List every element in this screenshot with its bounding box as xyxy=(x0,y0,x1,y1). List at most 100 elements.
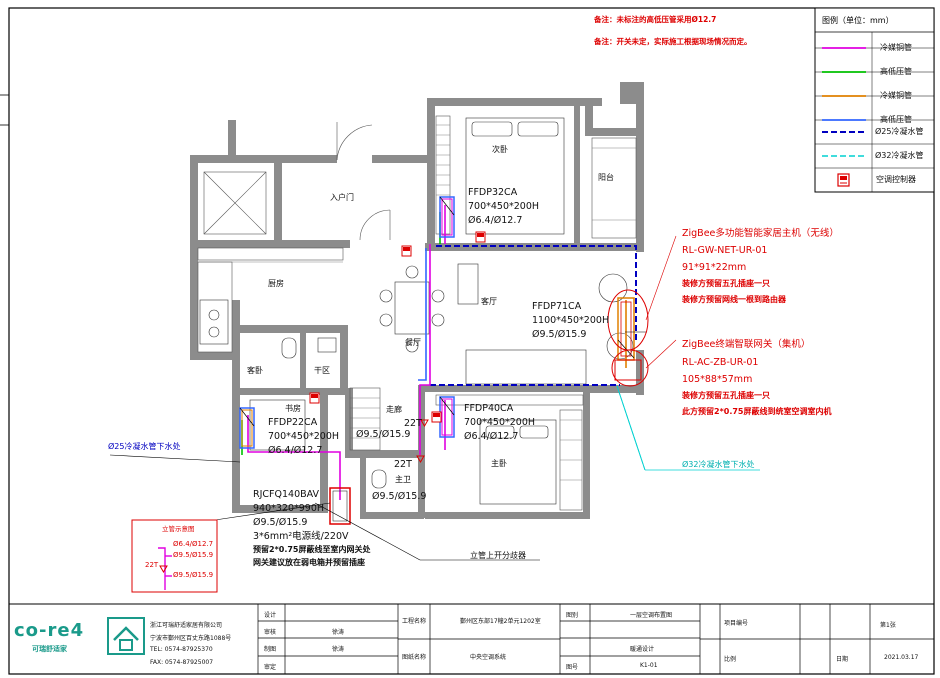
hatching xyxy=(198,124,636,481)
legend-controller-icon xyxy=(837,173,850,187)
room-study: 书房 xyxy=(285,404,301,413)
riser-pipe-2: Ø9.5/Ø15.9 xyxy=(173,551,214,559)
legend-label-4: 高低压管 xyxy=(880,115,912,124)
outdoor-pipe: Ø9.5/Ø15.9 xyxy=(253,517,308,528)
indoor-unit-22 xyxy=(239,407,255,449)
tb-project-label: 工程名称 xyxy=(402,618,427,625)
unit-71-model: FFDP71CA xyxy=(532,301,582,312)
room-master: 主卧 xyxy=(491,459,507,468)
tb-design-label: 设计 xyxy=(264,612,277,619)
tb-number-value: K1-01 xyxy=(640,662,658,669)
room-bedroom-top: 次卧 xyxy=(492,145,508,154)
tb-check-value: 徐涛 xyxy=(332,629,345,636)
company-logo xyxy=(107,617,145,655)
zigbee-gateway-note-1: 装修方预留五孔插座一只 xyxy=(682,391,770,400)
unit-22-model: FFDP22CA xyxy=(268,417,318,428)
note-2: 备注：开关未定，实际施工根据现场情况而定。 xyxy=(594,37,752,46)
tb-date-value: 2021.03.17 xyxy=(884,654,919,661)
riser-diagram xyxy=(131,519,218,593)
logo-subtext: 可瑞舒适家 xyxy=(32,645,67,653)
zigbee-gateway-size: 105*88*57mm xyxy=(682,374,753,385)
tb-drawing-value: 中央空调系统 xyxy=(470,654,507,661)
legend-title: 图例（单位：mm） xyxy=(822,16,894,25)
riser-pipe-1: Ø6.4/Ø12.7 xyxy=(173,540,214,548)
outdoor-power: 3*6mm²电源线/220V xyxy=(253,531,349,542)
tb-check-label: 审核 xyxy=(264,629,277,636)
zigbee-host-size: 91*91*22mm xyxy=(682,262,747,273)
furniture xyxy=(199,117,634,505)
unit-32-model: FFDP32CA xyxy=(468,187,518,198)
legend-label-1: 冷媒铜管 xyxy=(880,43,912,52)
company-fax: FAX: 0574-87925007 xyxy=(150,659,214,666)
zigbee-host-marker xyxy=(607,289,649,351)
refrigerant-pipes xyxy=(241,205,627,500)
zigbee-host-title: ZigBee多功能智能家居主机（无线） xyxy=(682,228,839,239)
legend-label-7: 空调控制器 xyxy=(876,175,916,184)
unit-32-pipe: Ø6.4/Ø12.7 xyxy=(468,215,523,226)
legend-label-5: Ø25冷凝水管 xyxy=(875,127,924,136)
pipe-label-a: Ø9.5/Ø15.9 xyxy=(356,429,411,440)
zigbee-gateway-note-2: 此方预留2*0.75屏蔽线到统室空调室内机 xyxy=(682,407,832,416)
outdoor-note-1: 预留2*0.75屏蔽线至室内网关处 xyxy=(253,545,371,554)
outdoor-unit xyxy=(329,487,351,525)
tb-page-label: 第1张 xyxy=(880,622,896,629)
note-1: 备注：未标注的高低压管采用Ø12.7 xyxy=(594,15,717,24)
indoor-unit-40 xyxy=(439,396,455,438)
walls xyxy=(190,82,644,519)
riser-tee: 22T xyxy=(145,561,159,569)
tb-version-label: 项目编号 xyxy=(724,620,749,627)
room-corridor: 走廊 xyxy=(386,405,402,414)
unit-40-size: 700*450*200H xyxy=(464,417,536,428)
zigbee-host-model: RL-GW-NET-UR-01 xyxy=(682,245,768,256)
unit-32-size: 700*450*200H xyxy=(468,201,540,212)
company-tel: TEL: 0574-87925370 xyxy=(150,646,213,653)
drain-25-label: Ø25冷凝水管下水处 xyxy=(108,442,181,451)
tb-draw-label: 制图 xyxy=(264,646,277,653)
room-living: 客厅 xyxy=(481,297,497,306)
company-address: 宁波市鄞州区百丈东路1088号 xyxy=(150,635,232,642)
unit-22-pipe: Ø6.4/Ø12.7 xyxy=(268,445,323,456)
room-bath-small: 干区 xyxy=(314,366,330,375)
logo-text: co-re4 xyxy=(14,620,85,641)
riser-pipe-3: Ø9.5/Ø15.9 xyxy=(173,571,214,579)
tb-number-label: 图号 xyxy=(566,664,579,671)
unit-71-pipe: Ø9.5/Ø15.9 xyxy=(532,329,587,340)
legend-label-2: 高低压管 xyxy=(880,67,912,76)
tb-date-label: 日期 xyxy=(836,656,849,663)
unit-40-model: FFDP40CA xyxy=(464,403,514,414)
room-kitchen: 厨房 xyxy=(268,279,284,288)
zigbee-host-note-1: 装修方预留五孔插座一只 xyxy=(682,279,770,288)
outdoor-model: RJCFQ140BAV xyxy=(253,489,320,500)
room-dining: 餐厅 xyxy=(405,338,421,347)
indoor-unit-71 xyxy=(614,297,642,381)
drain-32-label: Ø32冷凝水管下水处 xyxy=(682,460,755,469)
zigbee-gateway-model: RL-AC-ZB-UR-01 xyxy=(682,357,759,368)
indoor-unit-32 xyxy=(439,196,455,238)
outdoor-size: 940*320*990H xyxy=(253,503,325,514)
zigbee-gateway-marker xyxy=(611,349,649,387)
legend-label-6: Ø32冷凝水管 xyxy=(875,151,924,160)
room-master-bath: 主卫 xyxy=(395,475,411,484)
legend-box xyxy=(814,7,935,193)
title-block-grid xyxy=(257,604,934,674)
room-balcony: 阳台 xyxy=(598,173,614,182)
company-name: 浙江可瑞舒适家居有限公司 xyxy=(150,622,223,629)
drawing-frame xyxy=(8,7,935,675)
riser-title: 立管示意图 xyxy=(162,525,195,533)
legend-label-3: 冷媒铜管 xyxy=(880,91,912,100)
unit-22-size: 700*450*200H xyxy=(268,431,340,442)
controller-icon xyxy=(309,231,486,423)
unit-40-pipe: Ø6.4/Ø12.7 xyxy=(464,431,519,442)
tb-approve-label: 审定 xyxy=(264,664,277,671)
riser-branch-label: 立管上开分歧器 xyxy=(470,551,526,560)
tb-project-value: 鄞州区东部17幢2单元1202室 xyxy=(460,618,541,625)
tb-drawing-label: 图纸名称 xyxy=(402,654,427,661)
pipe-label-t2: 22T xyxy=(394,459,412,470)
condensate-25-line xyxy=(436,245,637,340)
branch-joint-icon xyxy=(416,419,429,463)
zigbee-gateway-title: ZigBee终端智联网关（集机） xyxy=(682,339,811,350)
room-guest: 客卧 xyxy=(247,366,263,375)
tb-system-label: 图别 xyxy=(566,612,579,619)
window-lines xyxy=(197,115,637,511)
